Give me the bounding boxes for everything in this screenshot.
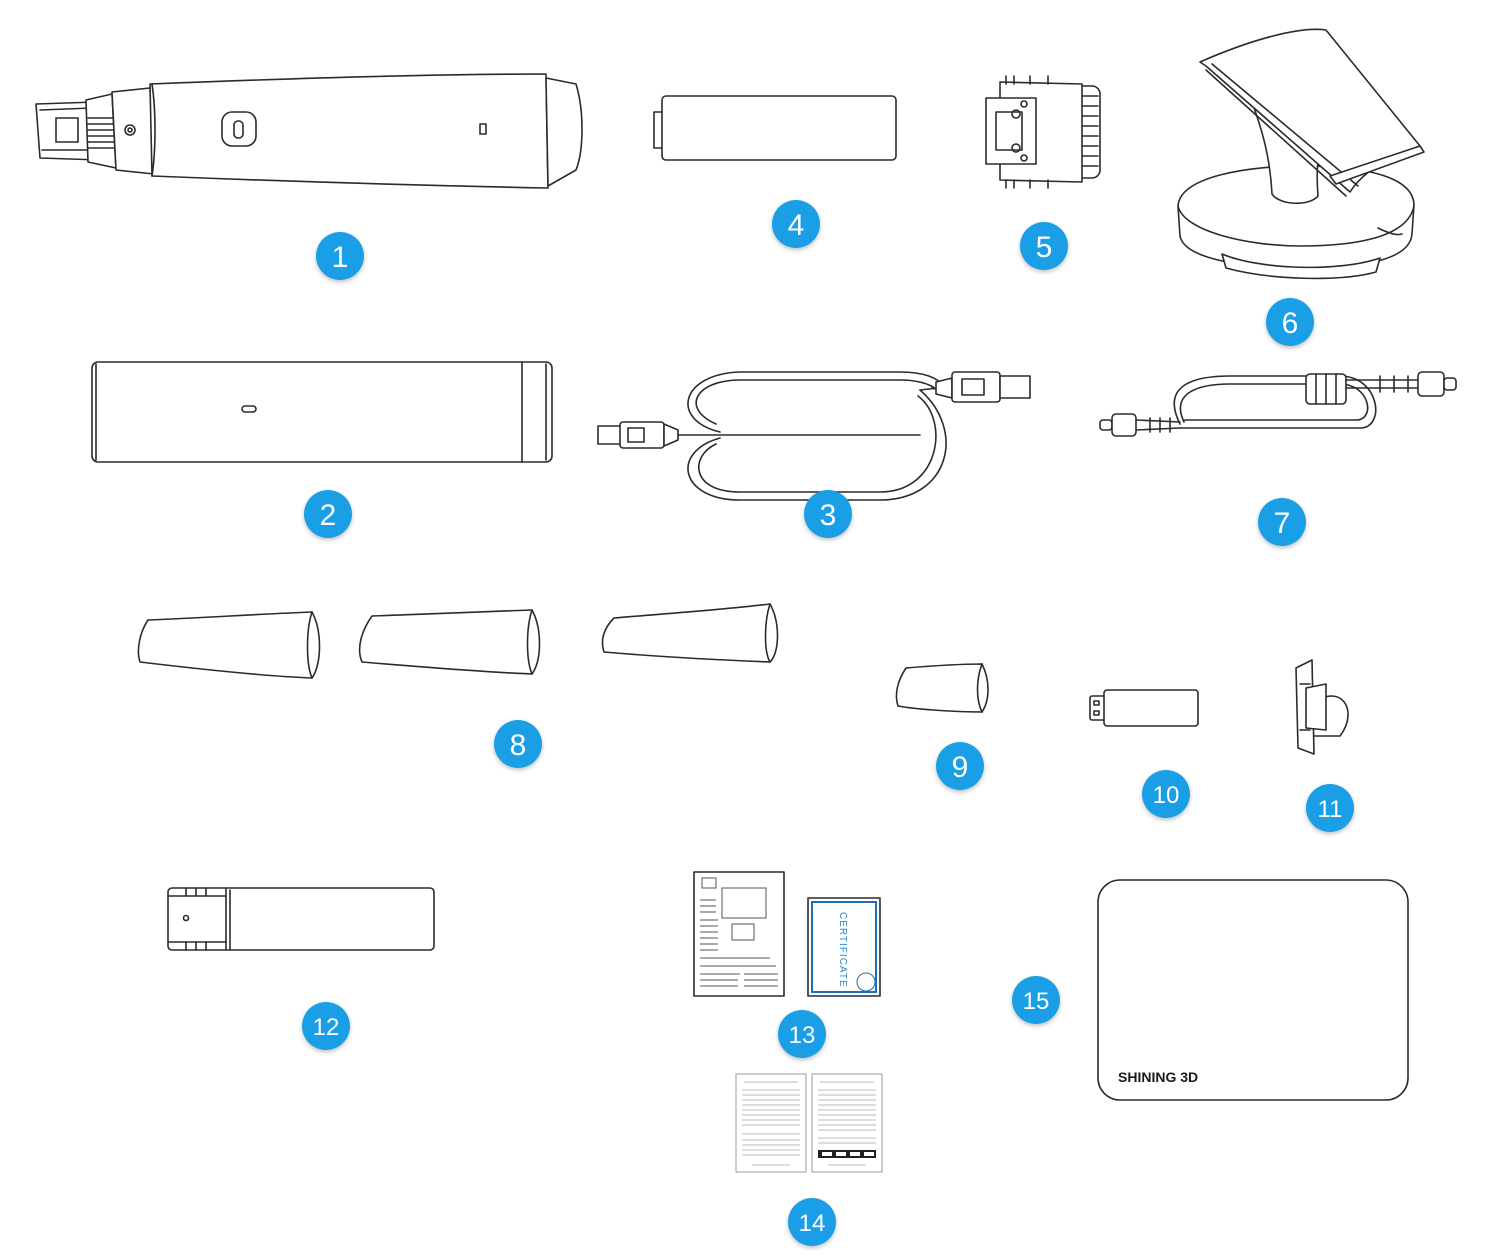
svg-text:3: 3 [820,499,837,532]
svg-text:7: 7 [1274,507,1291,540]
svg-text:9: 9 [952,751,969,784]
calibration-tube-icon [167,887,435,951]
battery-icon [653,95,897,161]
adapter-head-icon [985,75,1101,189]
svg-text:5: 5 [1036,231,1053,264]
svg-text:6: 6 [1282,307,1299,340]
svg-text:1: 1 [332,241,349,274]
scanner-tips-icon [137,603,779,679]
svg-text:15: 15 [1023,988,1050,1015]
badge-4: 4 [772,200,820,248]
badge-12: 12 [302,1002,350,1050]
badge-15: 15 [1012,976,1060,1024]
svg-text:2: 2 [320,499,337,532]
badge-5: 5 [1020,222,1068,270]
mouse-pad-icon: SHINING 3D [1097,879,1409,1101]
instruction-sheets-icon [735,1073,883,1173]
scanner-handpiece-icon [35,73,583,189]
usb-c-cable-icon [1099,371,1457,437]
svg-text:11: 11 [1318,796,1343,823]
manual-certificate-icon: CERTIFICATE [693,871,881,997]
badge-8: 8 [494,720,542,768]
usb-cable-icon [597,371,1031,501]
scanner-cradle-icon [1177,28,1425,280]
svg-text:10: 10 [1153,782,1180,809]
mousepad-brand: SHINING 3D [1118,1069,1198,1085]
small-tip-icon [895,663,989,713]
badge-1: 1 [316,232,364,280]
carrying-case-icon [91,361,553,463]
calibration-cap-icon [1295,659,1349,755]
badge-10: 10 [1142,770,1190,818]
svg-text:12: 12 [313,1014,340,1041]
badge-14: 14 [788,1198,836,1246]
certificate-label: CERTIFICATE [837,912,848,988]
badge-3: 3 [804,490,852,538]
svg-text:8: 8 [510,729,527,762]
svg-text:13: 13 [789,1022,816,1049]
svg-text:4: 4 [788,209,805,242]
badge-13: 13 [778,1010,826,1058]
badge-9: 9 [936,742,984,790]
usb-dongle-icon [1089,689,1199,727]
badge-2: 2 [304,490,352,538]
badge-11: 11 [1306,784,1354,832]
number-badges: 1 2 3 4 5 6 7 8 [302,200,1354,1246]
svg-text:14: 14 [799,1210,826,1237]
badge-7: 7 [1258,498,1306,546]
badge-6: 6 [1266,298,1314,346]
